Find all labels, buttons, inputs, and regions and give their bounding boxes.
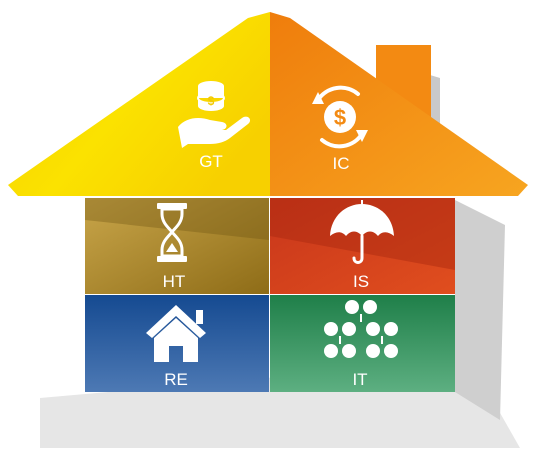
label-it: IT [352,370,367,389]
svg-text:$: $ [208,94,215,108]
roof-left [8,12,270,196]
house-icon [146,305,206,362]
label-is: IS [353,272,369,291]
svg-text:$: $ [334,105,346,130]
section-ht [85,198,269,294]
label-re: RE [164,370,188,389]
label-ic: IC [333,154,350,173]
hand-coins-icon: $ [178,81,251,148]
tree-network-icon [324,300,398,358]
section-ht-shade [85,198,269,240]
section-it [270,295,455,392]
dollar-cycle-icon: $ [312,85,368,149]
hourglass-icon [157,203,187,262]
roof-right [270,12,528,196]
label-gt: GT [199,152,223,171]
label-ht: HT [163,272,186,291]
wall-shadow [455,200,505,420]
umbrella-icon [330,200,394,264]
